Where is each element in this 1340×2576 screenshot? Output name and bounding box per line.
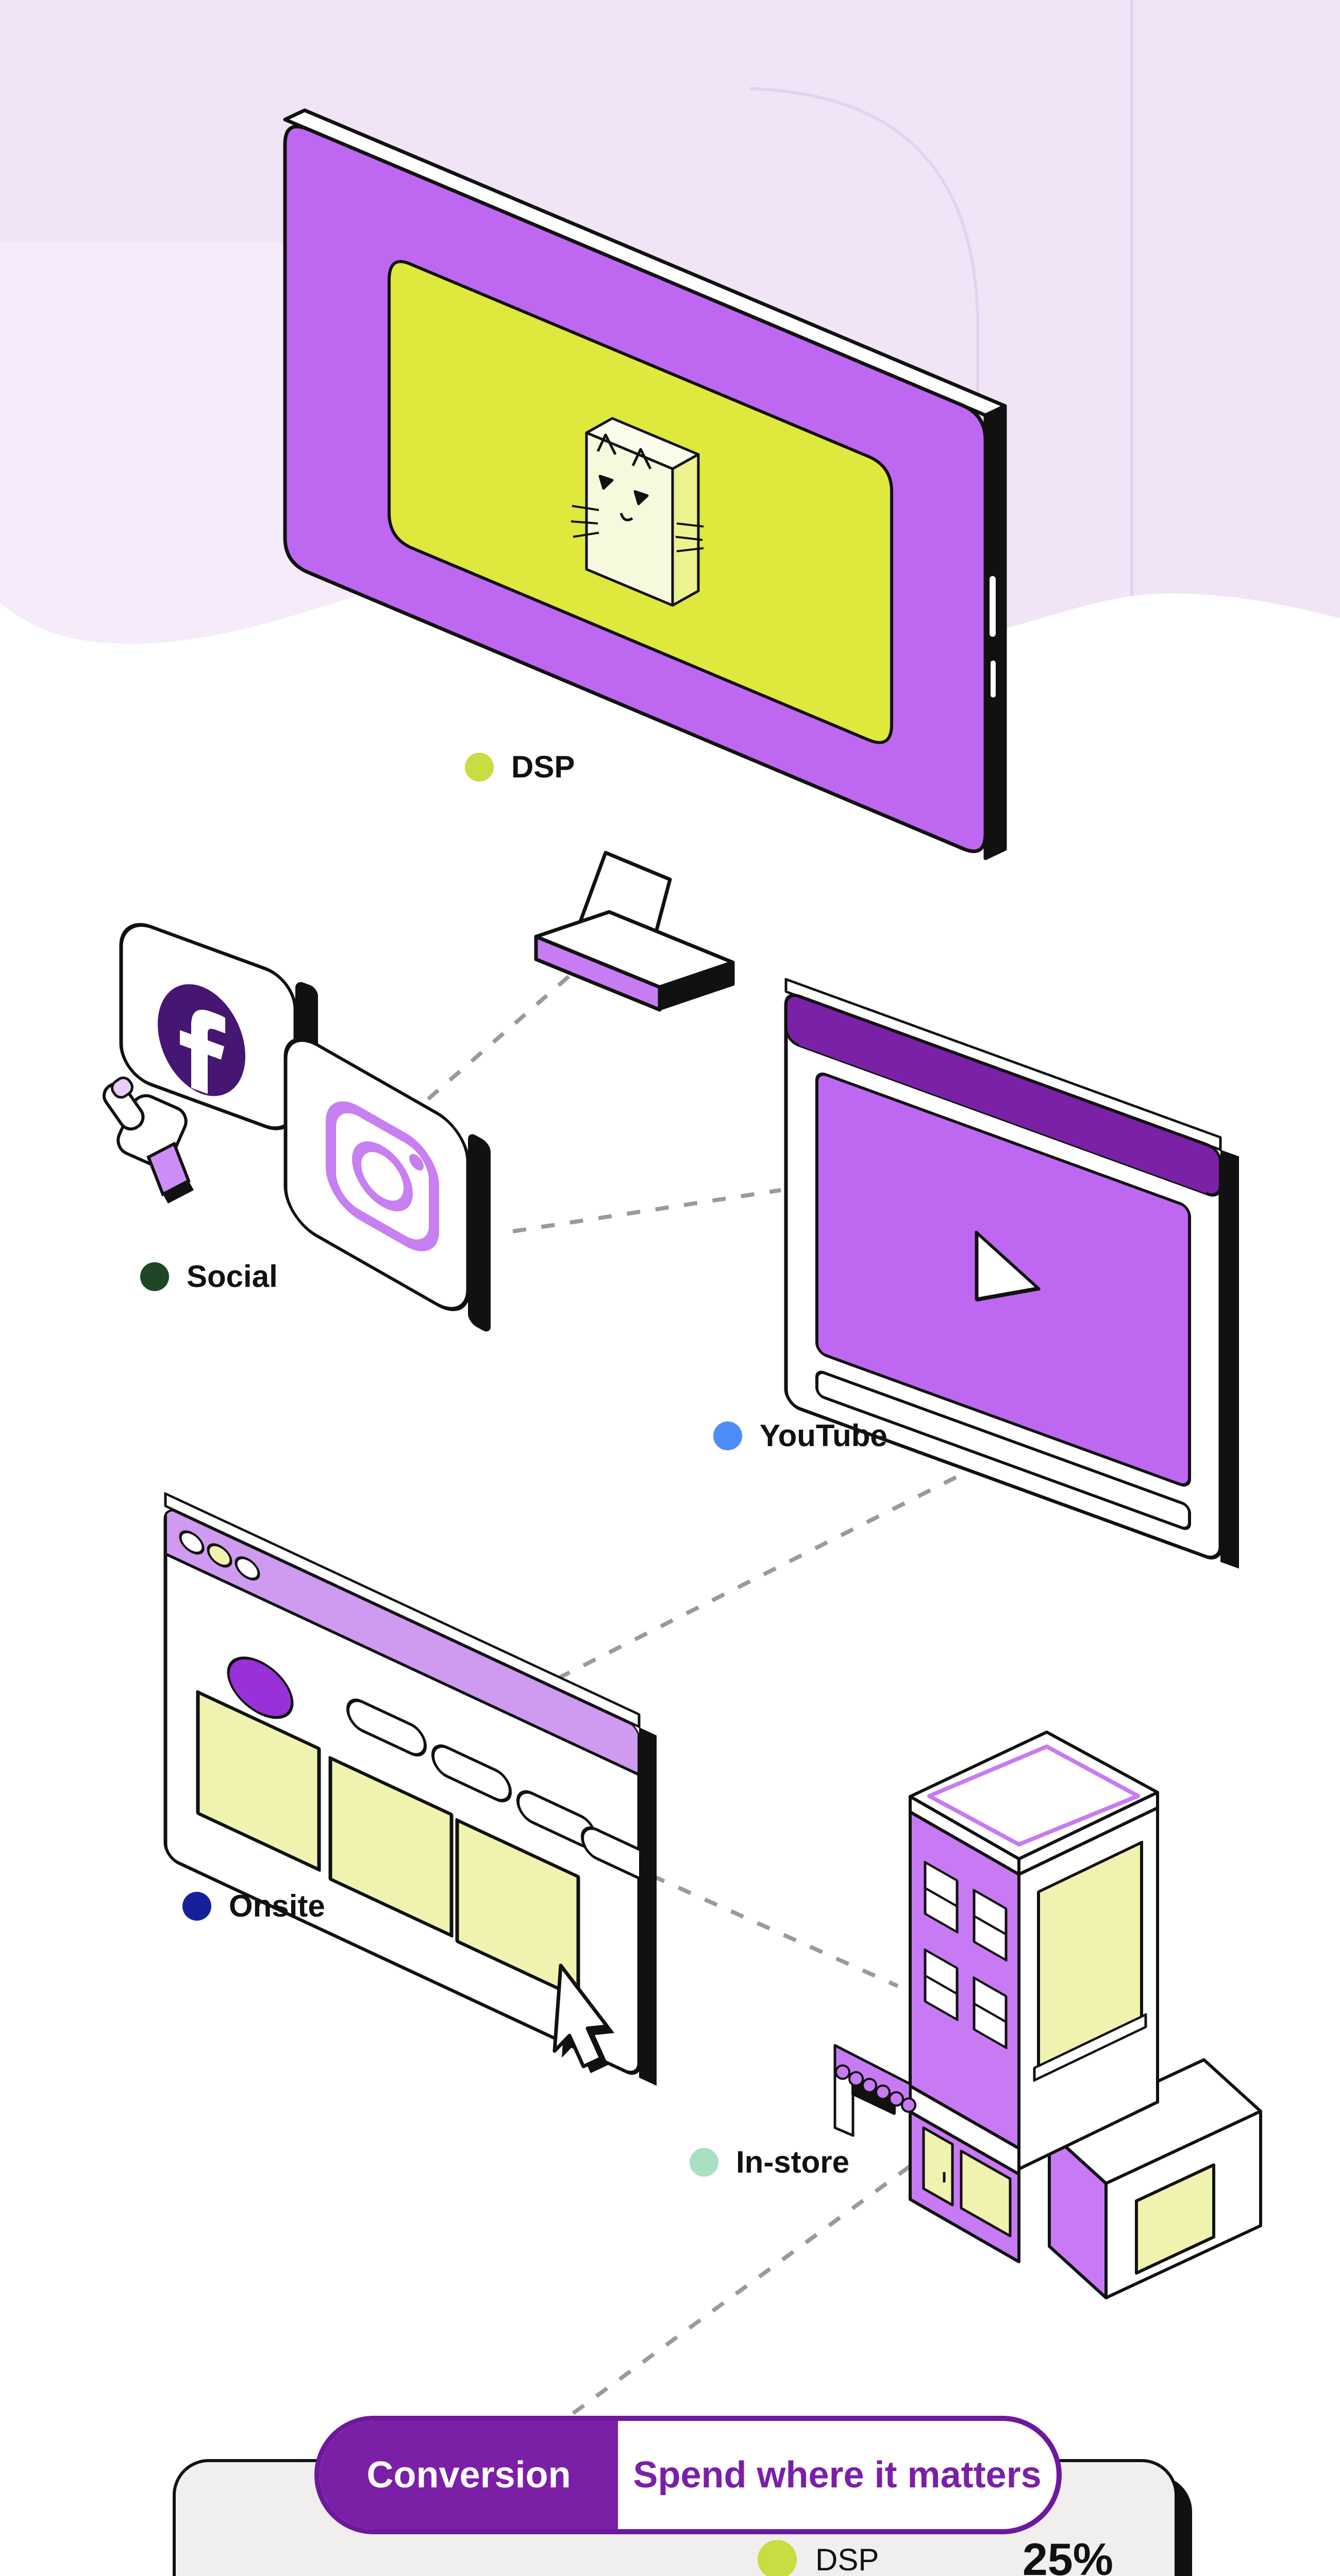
social-icons-illustration — [102, 923, 491, 1332]
dsp-dot — [465, 752, 494, 782]
spend-legend: DSP 25% Social 10% YouTube 20% Onsite 30… — [758, 2517, 1113, 2576]
instore-building-illustration — [833, 1731, 1262, 2299]
instagram-card — [283, 1038, 470, 1311]
node-label-instore: In-store — [690, 2144, 849, 2180]
cursor-icon — [552, 1963, 614, 2073]
node-label-onsite: Onsite — [182, 1888, 325, 1924]
instore-label: In-store — [736, 2145, 850, 2179]
tab-conversion[interactable]: Conversion — [320, 2421, 618, 2529]
node-label-youtube: YouTube — [713, 1418, 887, 1453]
browser-title-bar — [165, 1506, 639, 1776]
panel-tabs: Conversion Spend where it matters — [314, 2416, 1062, 2534]
tab-spend-where-it-matters[interactable]: Spend where it matters — [633, 2454, 1042, 2496]
connector-store-panel — [511, 2164, 911, 2460]
legend-dot-dsp — [758, 2540, 797, 2576]
legend-label-dsp: DSP — [815, 2542, 879, 2576]
cat-box-icon — [571, 417, 704, 607]
instore-dot — [690, 2147, 718, 2177]
connector-dsp-social — [411, 918, 635, 1115]
thumbs-up-icon — [102, 1076, 194, 1204]
onsite-browser-illustration — [163, 1492, 657, 2086]
onsite-label: Onsite — [229, 1889, 325, 1923]
dsp-label: DSP — [511, 750, 575, 784]
social-dot — [140, 1262, 169, 1291]
youtube-dot — [713, 1421, 742, 1450]
connector-youtube-onsite — [546, 1462, 983, 1686]
progress-bar — [815, 1370, 1191, 1530]
legend-row-dsp: DSP 25% — [758, 2517, 1113, 2576]
onsite-dot — [182, 1891, 211, 1921]
roof-top — [909, 1731, 1159, 1860]
youtube-label: YouTube — [760, 1418, 887, 1453]
legend-value-dsp: 25% — [1022, 2534, 1113, 2576]
nav-pills — [346, 1699, 639, 1885]
node-label-dsp: DSP — [465, 749, 575, 785]
instagram-icon — [326, 1101, 439, 1251]
social-label: Social — [187, 1259, 278, 1294]
store-window — [960, 2149, 1012, 2238]
node-label-social: Social — [140, 1259, 278, 1294]
window-buttons — [179, 1530, 260, 1581]
store-door — [922, 2126, 954, 2207]
site-logo — [227, 1656, 294, 1719]
dsp-monitor-illustration — [283, 108, 1007, 1012]
play-icon — [975, 1230, 1041, 1302]
youtube-player-illustration — [784, 978, 1239, 1569]
content-tiles — [196, 1690, 580, 2000]
